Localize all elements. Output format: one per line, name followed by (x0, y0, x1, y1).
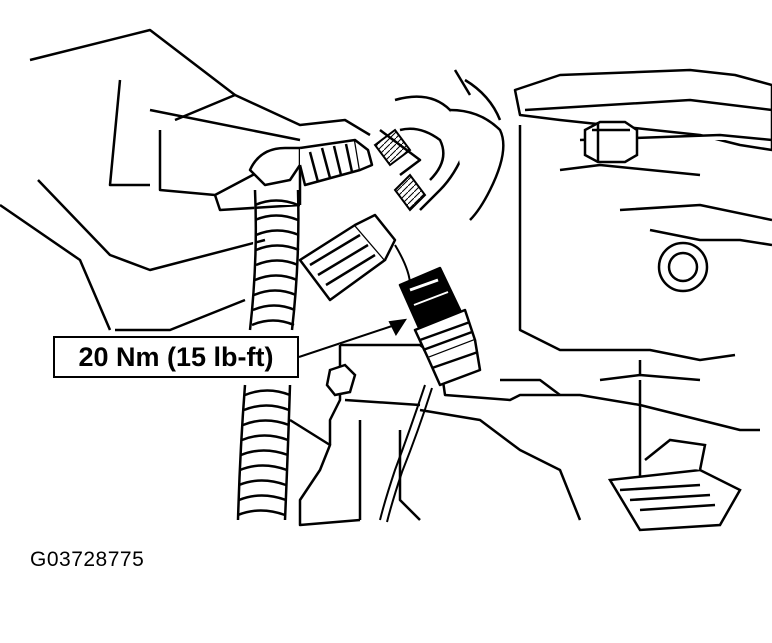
torque-spec-callout: 20 Nm (15 lb-ft) (53, 336, 299, 378)
hose-elbow-fitting (248, 138, 374, 187)
small-nut (325, 363, 357, 397)
figure-id-label: G03728775 (30, 548, 145, 571)
sensor-wire (379, 244, 433, 523)
engine-block-outline (0, 28, 371, 332)
electrical-connector (298, 213, 397, 302)
ribbed-hose-lower (236, 384, 292, 521)
bolt-head (583, 120, 639, 164)
callout-leader (298, 318, 408, 358)
spring-clip (607, 438, 742, 532)
pressure-switch (398, 266, 482, 387)
ribbed-hose-upper (248, 189, 300, 331)
round-bolt (657, 241, 709, 293)
wire-sleeve (373, 128, 427, 212)
